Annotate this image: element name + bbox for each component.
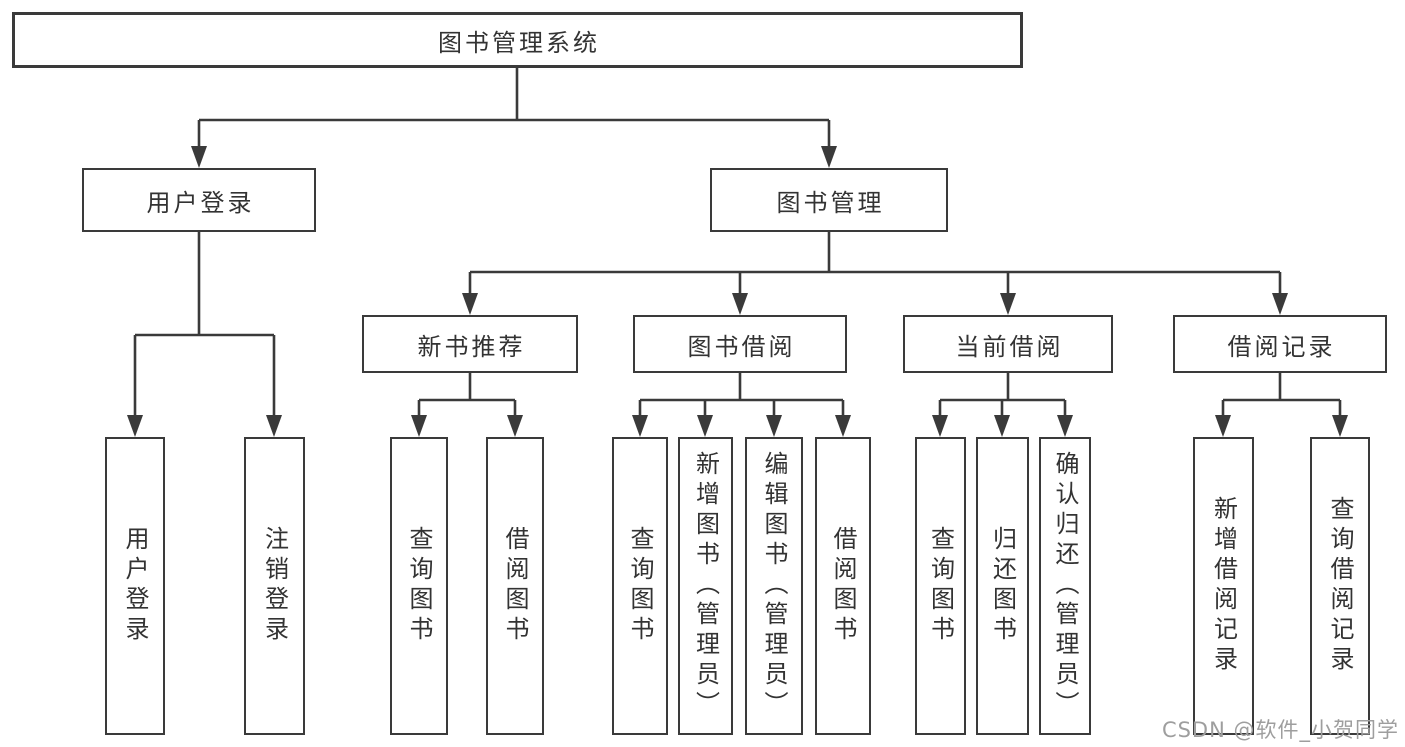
leaf-query-borrow-record: 查询借阅记录 [1310, 437, 1370, 735]
node-label: 图书管理系统 [438, 28, 600, 57]
leaf-label: 确认归还（管理员） [1051, 451, 1079, 721]
leaf-label: 新增图书（管理员） [691, 451, 720, 721]
node-label: 图书管理 [776, 188, 885, 217]
connector-new-book-children [417, 373, 517, 415]
leaf-label: 查询图书 [926, 526, 955, 646]
node-borrow-records: 借阅记录 [1173, 315, 1387, 373]
leaf-label: 查询图书 [405, 526, 433, 646]
leaf-add-book-admin: 新增图书（管理员） [678, 437, 733, 735]
leaf-borrow-books-recommend: 借阅图书 [486, 437, 544, 735]
leaf-label: 归还图书 [988, 526, 1017, 646]
connector-book-mgmt-to-level3 [468, 232, 1282, 293]
connector-current-borrow-children [938, 373, 1067, 415]
arrowheads [127, 146, 1348, 437]
leaf-logout-login: 注销登录 [244, 437, 305, 735]
node-label: 新书推荐 [417, 332, 526, 361]
leaf-confirm-return-admin: 确认归还（管理员） [1039, 437, 1091, 735]
leaf-query-books-borrow: 查询图书 [612, 437, 668, 735]
leaf-edit-book-admin: 编辑图书（管理员） [745, 437, 803, 735]
leaf-add-borrow-record: 新增借阅记录 [1193, 437, 1254, 735]
leaf-label: 编辑图书（管理员） [760, 451, 788, 721]
leaf-label: 借阅图书 [501, 526, 529, 646]
node-label: 借阅记录 [1227, 332, 1336, 361]
connector-book-borrow-children [638, 373, 845, 415]
leaf-return-book: 归还图书 [976, 437, 1029, 735]
node-current-borrow: 当前借阅 [903, 315, 1113, 373]
leaf-user-login: 用户登录 [105, 437, 165, 735]
leaf-label: 用户登录 [121, 526, 149, 646]
node-book-borrow: 图书借阅 [633, 315, 847, 373]
leaf-label: 注销登录 [260, 526, 289, 646]
leaf-borrow-book: 借阅图书 [815, 437, 871, 735]
csdn-watermark: CSDN @软件_小贺同学 [1161, 718, 1399, 742]
node-label: 用户登录 [146, 188, 255, 217]
leaf-label: 查询借阅记录 [1326, 496, 1354, 676]
node-label: 图书借阅 [687, 332, 796, 361]
connector-user-login-children [133, 232, 276, 415]
leaf-query-books-recommend: 查询图书 [390, 437, 448, 735]
connector-borrow-records-children [1221, 373, 1342, 415]
leaf-label: 新增借阅记录 [1209, 496, 1238, 676]
node-label: 当前借阅 [955, 332, 1064, 361]
node-new-book-recommend: 新书推荐 [362, 315, 578, 373]
connector-root-to-level2 [197, 68, 831, 146]
node-library-management-system: 图书管理系统 [12, 12, 1023, 68]
node-book-management: 图书管理 [710, 168, 948, 232]
leaf-label: 查询图书 [626, 526, 654, 646]
node-user-login: 用户登录 [82, 168, 316, 232]
leaf-query-books-current: 查询图书 [915, 437, 966, 735]
leaf-label: 借阅图书 [829, 526, 857, 646]
